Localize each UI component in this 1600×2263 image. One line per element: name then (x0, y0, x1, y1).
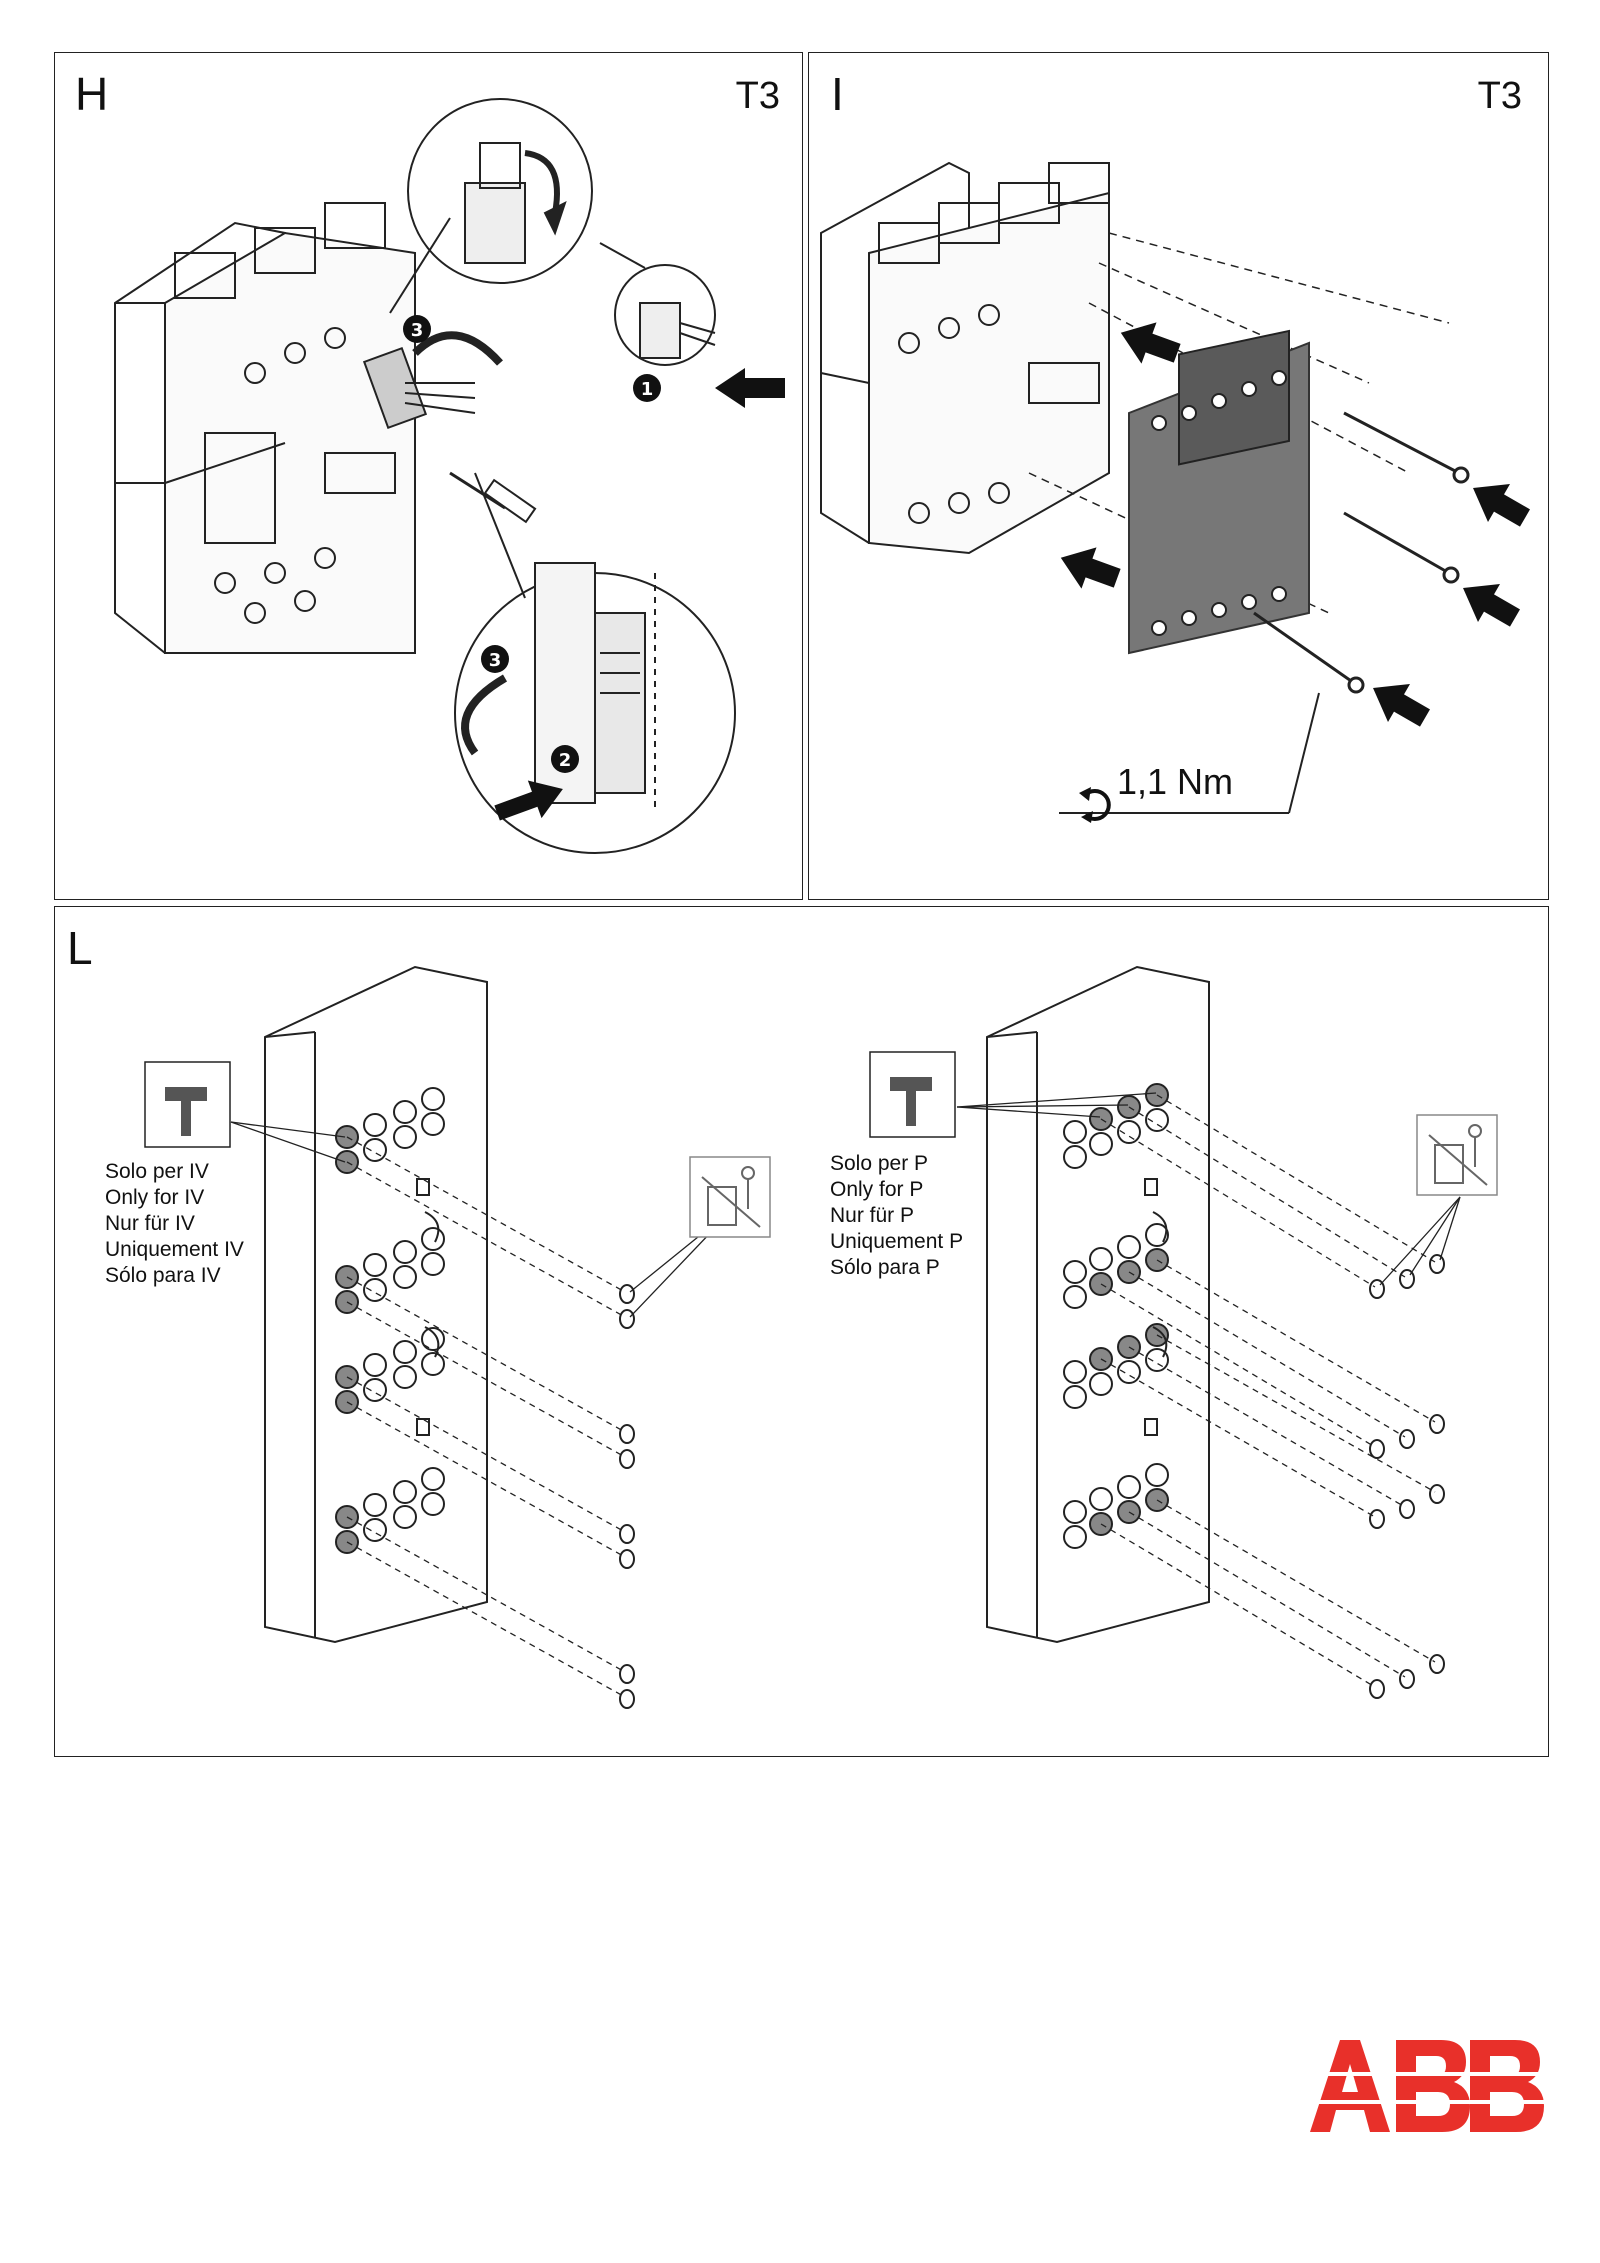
hammer-icon (869, 1051, 956, 1138)
screws (1253, 411, 1470, 694)
note-line: Sólo para P (830, 1256, 940, 1279)
hole-cluster-2 (1063, 1223, 1169, 1309)
panel-h-illustration: 1 2 3 3 (114, 98, 785, 854)
panel-l-illustration (144, 965, 1498, 1709)
model-label: T3 (735, 75, 780, 117)
waste-bin-icon (689, 1156, 771, 1238)
model-label: T3 (1477, 75, 1522, 117)
knockout-discs (1369, 1254, 1445, 1699)
note-left: Solo per IV Only for IV Nur für IV Uniqu… (105, 1159, 244, 1289)
note-line: Uniquement IV (105, 1238, 244, 1261)
callout-3-bottom: 3 (481, 645, 509, 673)
note-line: Nur für IV (105, 1212, 195, 1235)
breaker-body (114, 202, 416, 654)
terminal-cover (1128, 329, 1310, 655)
panel-letter: L (67, 922, 93, 974)
callout-3-bottom-label: 3 (489, 650, 502, 671)
knockout-discs (619, 1284, 635, 1709)
push-arrows (1060, 322, 1530, 727)
push-arrows (494, 368, 785, 821)
callout-1-label: 1 (641, 379, 654, 400)
callout-1: 1 (633, 374, 661, 402)
callout-3-top-label: 3 (411, 320, 424, 341)
panel-letter: H (75, 68, 109, 120)
callout-2-label: 2 (559, 750, 572, 771)
note-right: Solo per P Only for P Nur für P Uniqueme… (830, 1151, 963, 1281)
abb-logo (1310, 2040, 1550, 2132)
waste-bin-icon (1416, 1114, 1498, 1196)
cover-plate-right (956, 965, 1461, 1699)
note-line: Solo per P (830, 1152, 929, 1175)
panel-h: H T3 (54, 52, 803, 900)
note-line: Nur für P (830, 1204, 915, 1227)
breaker-body (820, 161, 1110, 555)
note-line: Only for P (830, 1178, 924, 1201)
callout-2: 2 (551, 745, 579, 773)
hammer-icon (144, 1061, 231, 1148)
auxiliary-module (362, 346, 476, 430)
callout-3-top: 3 (403, 315, 431, 343)
note-line: Only for IV (105, 1186, 205, 1209)
note-line: Solo per IV (105, 1160, 209, 1183)
hole-cluster-1 (1063, 1083, 1169, 1169)
note-line: Uniquement P (830, 1230, 964, 1253)
panel-i: I T3 (808, 52, 1549, 900)
rotation-torque-icon (1079, 787, 1111, 823)
panel-i-illustration (820, 161, 1530, 823)
cover-plate-left (230, 965, 736, 1709)
panel-letter: I (831, 68, 844, 120)
torque-value: 1,1 Nm (1117, 761, 1234, 802)
panel-l: L (54, 906, 1549, 1757)
note-line: Sólo para IV (105, 1264, 221, 1287)
